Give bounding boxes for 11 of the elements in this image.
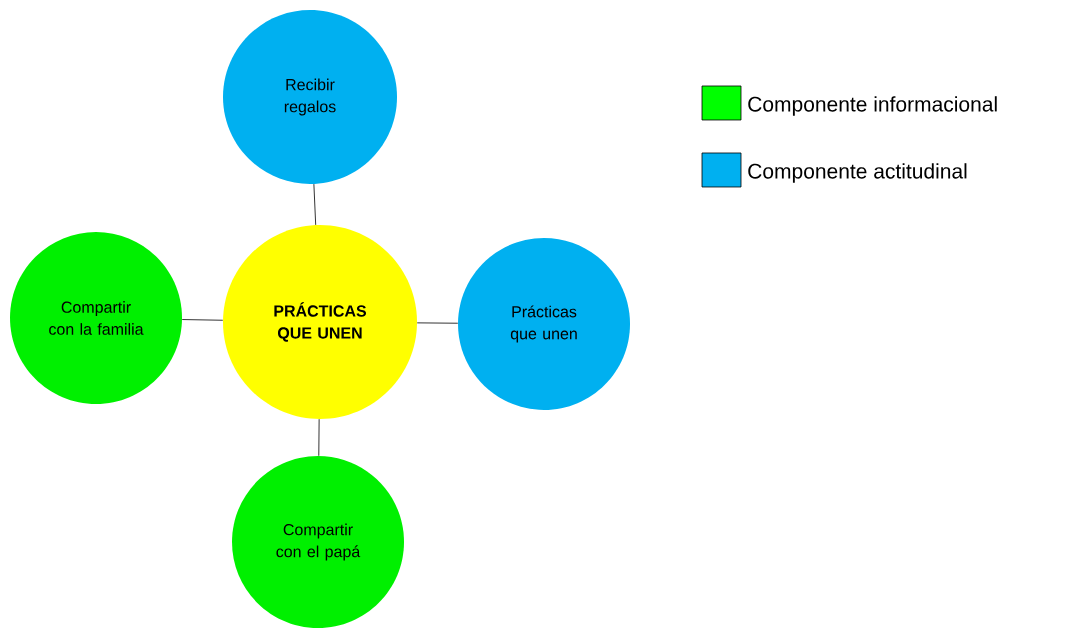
legend-text: Componente informacional	[748, 96, 997, 116]
circle-node: Compartir con el papá	[232, 456, 404, 628]
connector-line	[416, 322, 459, 324]
circle-node: Recibir regalos	[223, 10, 397, 184]
connector-line	[318, 418, 320, 457]
circle-node: Compartir con la familia	[10, 232, 182, 404]
circle-node: PRÁCTICAS QUE UNEN	[223, 225, 417, 419]
connector-line	[313, 183, 317, 226]
legend-text: Componente actitudinal	[748, 163, 967, 183]
circle-node: Prácticas que unen	[458, 238, 630, 410]
connector-line	[181, 319, 224, 321]
